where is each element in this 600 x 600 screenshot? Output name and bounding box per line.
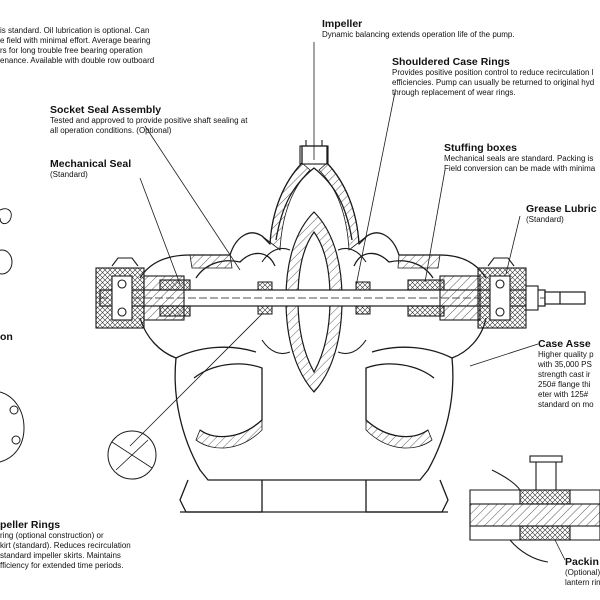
grease-lubrication-desc: (Standard) [526,215,564,224]
impeller-rings-line: standard impeller skirts. Maintains [0,551,121,560]
case-assembly-title: Case Asse [538,338,591,350]
bearings-callout: is standard. Oil lubrication is optional… [0,26,154,66]
shouldered-case-rings-line: Provides positive position control to re… [392,68,594,77]
stuffing-boxes-callout: Stuffing boxes Mechanical seals are stan… [444,142,595,174]
pump-foot-right [365,479,449,513]
impeller-upper [285,211,343,299]
left-cut-title: on [0,331,13,343]
bearings-line: e field with minimal effort. Average bea… [0,36,151,45]
stuffing-boxes-line: Field conversion can be made with minima [444,164,596,173]
case-assembly-callout: Case Asse Higher quality p with 35,000 P… [538,338,594,410]
packing-callout: Packin (Optional) lantern rin [565,556,600,588]
stuffing-boxes-line: Mechanical seals are standard. Packing i… [444,154,594,163]
mechanical-seal-desc: (Standard) [50,170,88,179]
socket-seal-line: all operation conditions. (Optional) [50,126,172,135]
impeller-rings-line: kirt (standard). Reduces recirculation [0,541,131,550]
grease-lubrication-callout: Grease Lubric (Standard) [526,203,597,225]
impeller-desc: Dynamic balancing extends operation life… [322,30,515,39]
lower-casing [139,317,487,481]
left-cut-callout: on [0,331,13,343]
mechanical-seal-title: Mechanical Seal [50,158,132,170]
shouldered-case-rings-title: Shouldered Case Rings [392,56,510,68]
case-assembly-line: 250# flange thi [538,380,591,389]
shouldered-case-rings-line: efficiencies. Pump can usually be return… [392,78,595,87]
shouldered-case-rings-callout: Shouldered Case Rings Provides positive … [392,56,594,98]
pump-foot-left [179,479,263,513]
impeller-callout: Impeller Dynamic balancing extends opera… [322,18,515,40]
detail-bubble-impeller-ring [107,430,157,480]
mechanical-seal-callout: Mechanical Seal (Standard) [50,158,131,180]
stuffing-boxes-title: Stuffing boxes [444,142,517,154]
socket-seal-line: Tested and approved to provide positive … [50,116,248,125]
case-assembly-line: with 35,000 PS [538,360,592,369]
case-assembly-line: Higher quality p [538,350,594,359]
impeller-lower [285,299,343,393]
case-assembly-line: standard on mo [538,400,594,409]
case-assembly-line: eter with 125# [538,390,589,399]
socket-seal-callout: Socket Seal Assembly Tested and approved… [50,104,247,136]
case-assembly-line: strength cast ir [538,370,591,379]
grease-lubrication-title: Grease Lubric [526,203,597,215]
bearings-line: is standard. Oil lubrication is optional… [0,26,150,35]
impeller-title: Impeller [322,18,363,30]
bearings-line: rs for long trouble free bearing operati… [0,46,143,55]
shouldered-case-rings-line: through replacement of wear rings. [392,88,516,97]
impeller-rings-callout: peller Rings ring (optional construction… [0,519,131,571]
socket-seal-title: Socket Seal Assembly [50,104,162,116]
impeller-rings-line: fficiency for extended time periods. [0,561,124,570]
packing-line: (Optional) [565,568,600,577]
packing-title: Packin [565,556,599,568]
impeller-rings-title: peller Rings [0,519,61,531]
bearings-line: enance. Available with double row outboa… [0,56,155,65]
impeller-rings-line: ring (optional construction) or [0,531,104,540]
packing-line: lantern rin [565,578,600,587]
